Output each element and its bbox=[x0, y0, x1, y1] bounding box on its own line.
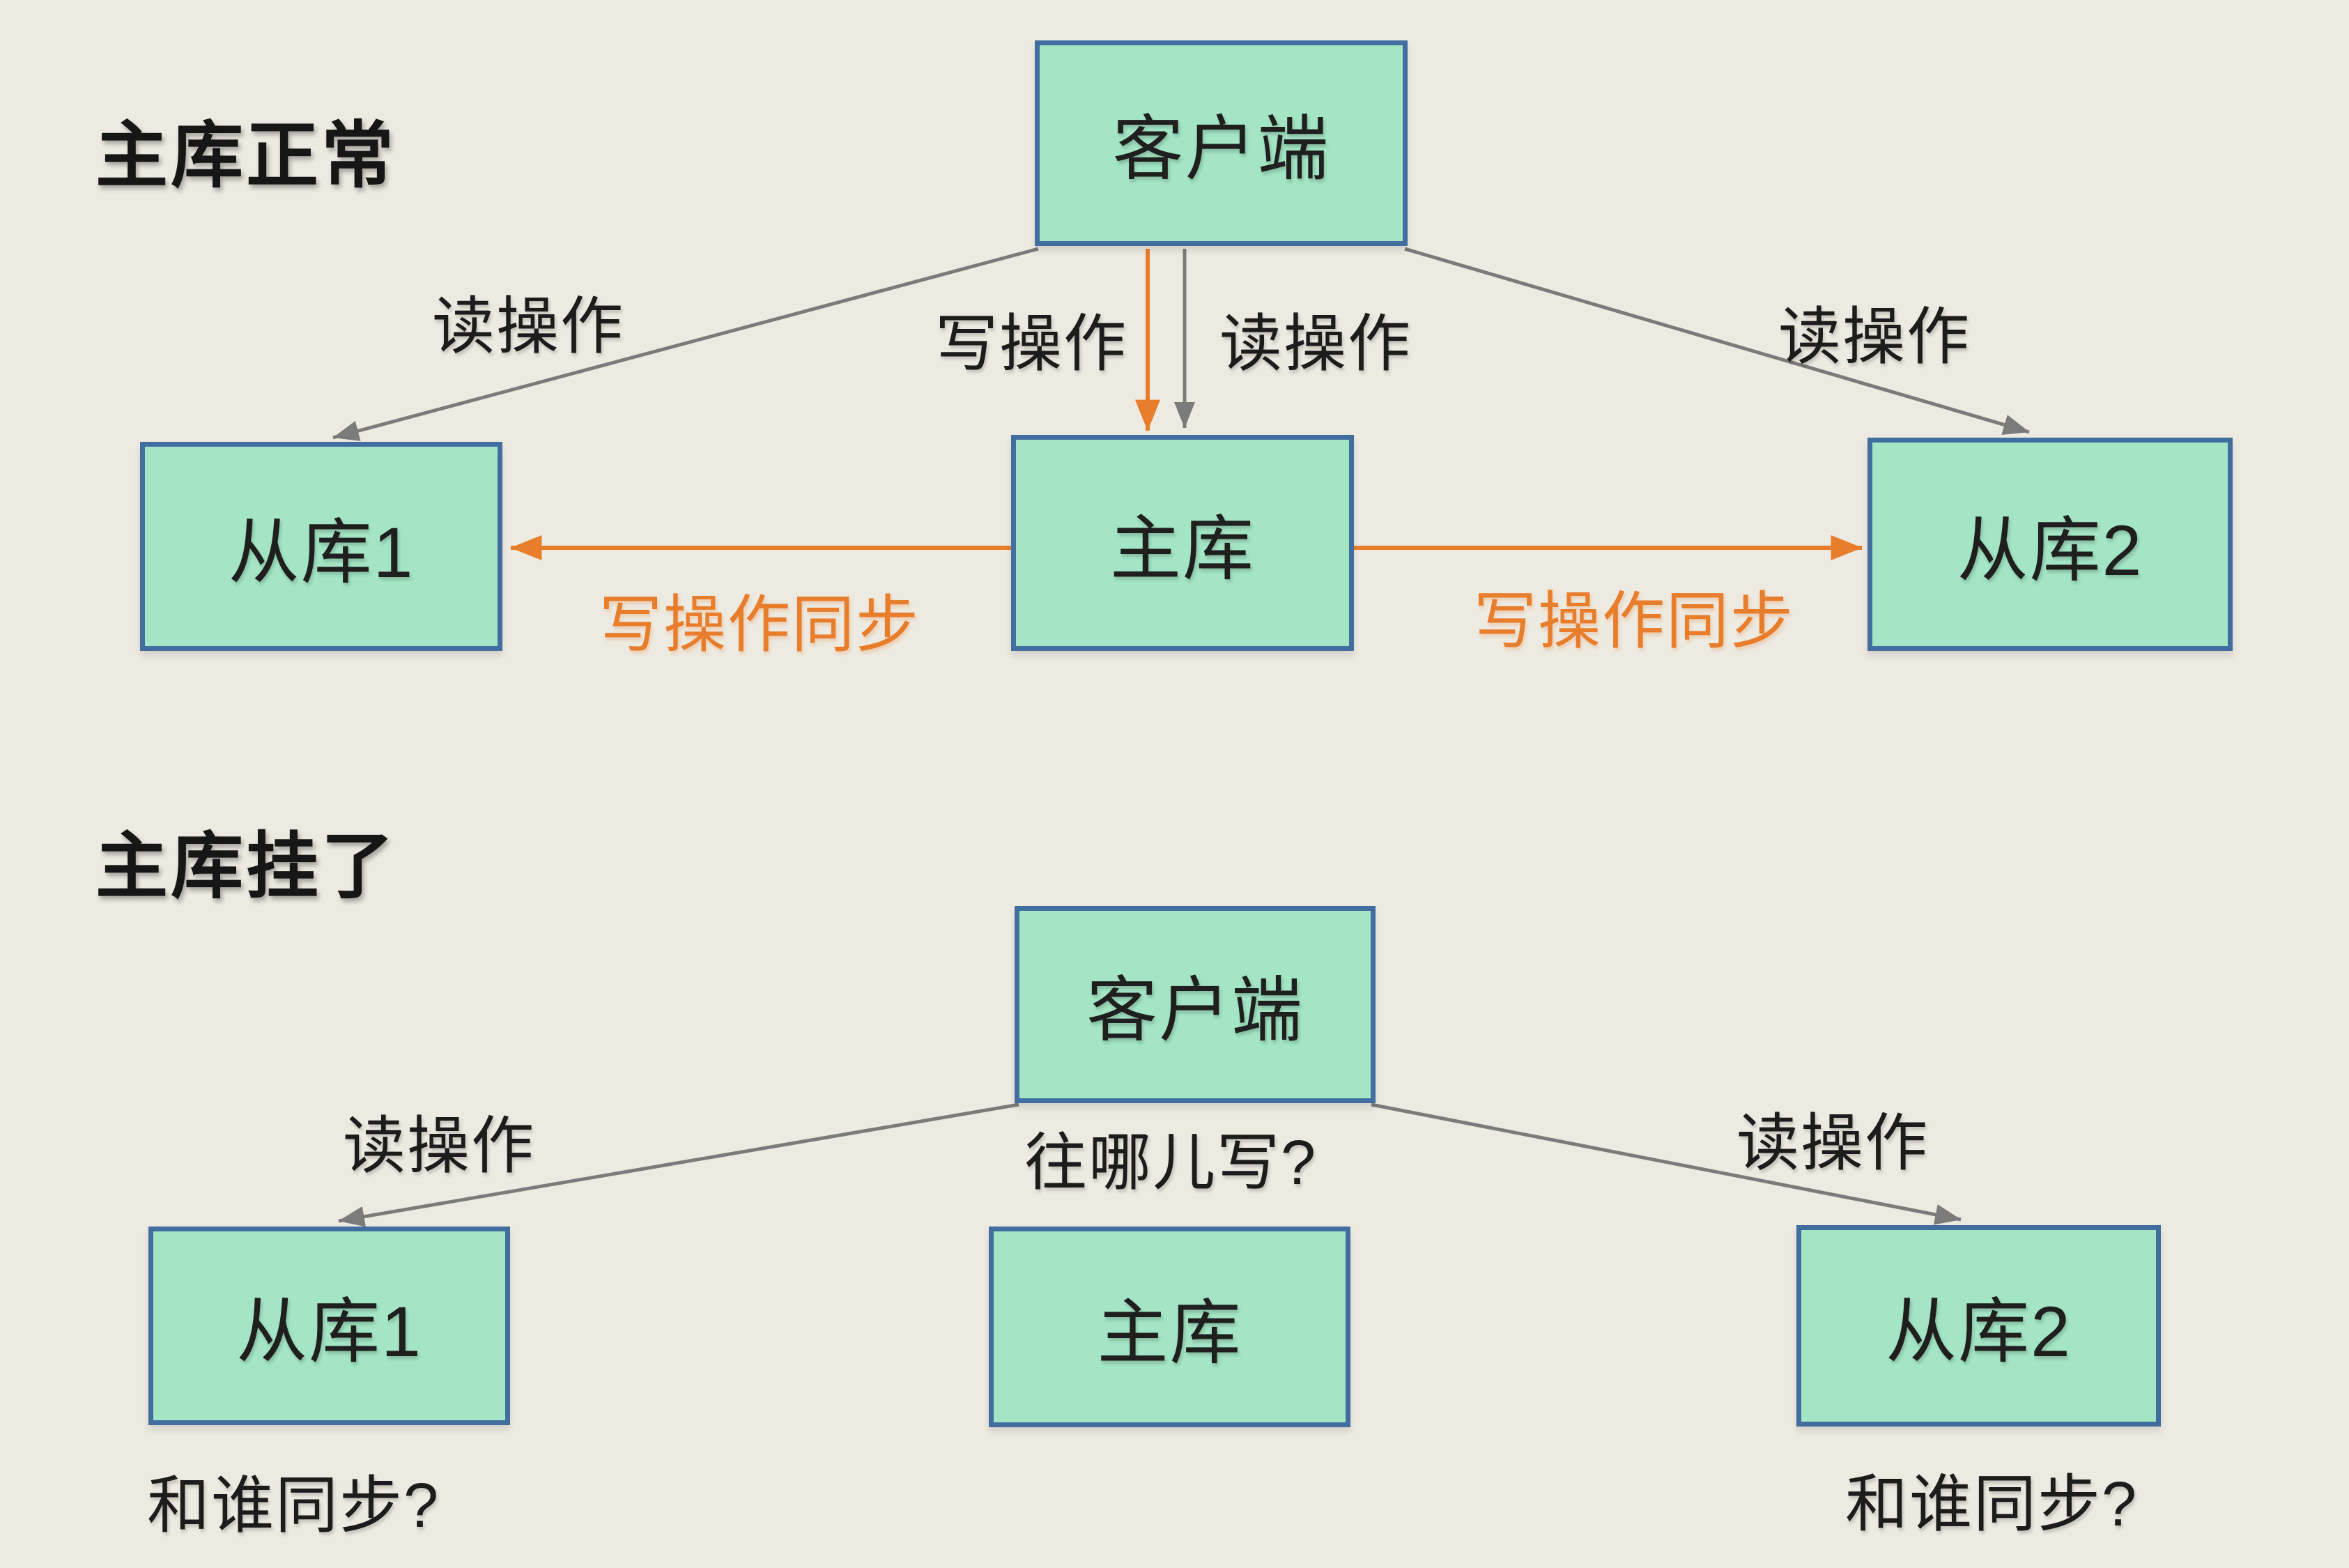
d1-slave1-label: 从库1 bbox=[228, 512, 415, 592]
d1-read-mid-label: 读操作 bbox=[1219, 309, 1412, 379]
d1-write-mid-label: 写操作 bbox=[935, 309, 1127, 379]
d1-read-right-label: 读操作 bbox=[1778, 302, 1971, 372]
diagram1-title: 主库正常 bbox=[95, 116, 397, 197]
d1-master-node: 主库 bbox=[1011, 435, 1354, 651]
d1-master-label: 主库 bbox=[1110, 509, 1255, 589]
d2-slave2-label: 从库2 bbox=[1886, 1292, 2072, 1371]
d2-sync-question-left-label: 和谁同步? bbox=[146, 1471, 440, 1541]
d2-slave1-node: 从库1 bbox=[148, 1227, 510, 1425]
d2-read-left-label: 读操作 bbox=[343, 1112, 535, 1181]
d2-client-label: 客户端 bbox=[1086, 971, 1304, 1050]
d2-slave2-node: 从库2 bbox=[1796, 1225, 2161, 1427]
d1-slave2-label: 从库2 bbox=[1957, 510, 2143, 590]
d1-sync-left-label: 写操作同步 bbox=[599, 590, 920, 660]
d1-read-left-label: 读操作 bbox=[432, 292, 624, 362]
d2-sync-question-right-label: 和谁同步? bbox=[1844, 1470, 2139, 1539]
d1-client-label: 客户端 bbox=[1112, 109, 1330, 189]
d1-slave1-node: 从库1 bbox=[140, 442, 502, 651]
d1-client-node: 客户端 bbox=[1035, 40, 1408, 246]
d2-read-right-label: 读操作 bbox=[1736, 1109, 1929, 1178]
d2-slave1-label: 从库1 bbox=[236, 1292, 422, 1371]
diagram2-title: 主库挂了 bbox=[95, 827, 397, 907]
d2-client-node: 客户端 bbox=[1015, 906, 1376, 1103]
d2-master-label: 主库 bbox=[1097, 1293, 1242, 1373]
d1-slave2-node: 从库2 bbox=[1867, 438, 2233, 651]
d2-master-node: 主库 bbox=[989, 1227, 1350, 1427]
d1-sync-right-label: 写操作同步 bbox=[1474, 587, 1794, 656]
d2-write-question-label: 往哪儿写? bbox=[1024, 1128, 1318, 1198]
